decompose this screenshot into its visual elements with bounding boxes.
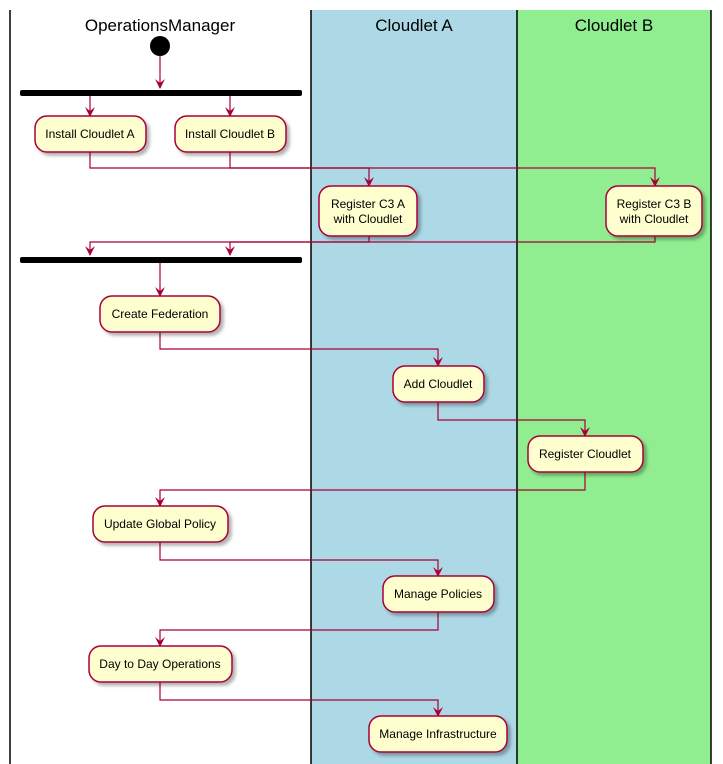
activities: Install Cloudlet A Install Cloudlet B Re… — [34, 115, 703, 753]
activity-register-cloudlet: Register Cloudlet — [527, 435, 644, 473]
flow-arrow — [437, 402, 590, 437]
activity-label: Create Federation — [112, 307, 209, 321]
activity-label: Register C3 A — [331, 197, 405, 211]
activity-add-cloudlet: Add Cloudlet — [392, 365, 485, 403]
activity-label: Register C3 B — [617, 197, 692, 211]
start-node — [150, 36, 170, 56]
activity-day-to-day-operations: Day to Day Operations — [88, 645, 233, 683]
flow-arrow — [225, 236, 656, 256]
flow-arrow — [229, 152, 660, 187]
activity-label: Register Cloudlet — [539, 447, 632, 461]
activity-label: Install Cloudlet A — [45, 127, 134, 141]
lane-title-operations-manager: OperationsManager — [85, 16, 236, 35]
lane-title-cloudlet-b: Cloudlet B — [575, 16, 653, 35]
fork-bar — [20, 90, 302, 96]
activity-label: with Cloudlet — [619, 212, 689, 226]
activity-label: Add Cloudlet — [404, 377, 473, 391]
activity-manage-policies: Manage Policies — [382, 575, 495, 613]
activity-label: Install Cloudlet B — [185, 127, 275, 141]
lane-cloudlet-b — [517, 10, 711, 764]
activity-register-c3-b: Register C3 B with Cloudlet — [605, 185, 703, 237]
activity-register-c3-a: Register C3 A with Cloudlet — [318, 185, 418, 237]
activity-label: Manage Policies — [394, 587, 482, 601]
activity-install-cloudlet-a: Install Cloudlet A — [34, 115, 147, 153]
flow-arrow — [155, 472, 586, 507]
activity-create-federation: Create Federation — [99, 295, 221, 333]
lane-title-cloudlet-a: Cloudlet A — [375, 16, 453, 35]
activity-install-cloudlet-b: Install Cloudlet B — [174, 115, 287, 153]
flow-arrow — [155, 612, 439, 647]
flow-arrow — [159, 542, 443, 577]
activity-update-global-policy: Update Global Policy — [92, 505, 229, 543]
activity-label: with Cloudlet — [333, 212, 403, 226]
activity-label: Update Global Policy — [104, 517, 216, 531]
activity-label: Day to Day Operations — [99, 657, 220, 671]
flow-arrow — [159, 682, 443, 717]
activity-label: Manage Infrastructure — [379, 727, 497, 741]
join-bar — [20, 257, 302, 263]
flow-arrow — [159, 332, 443, 367]
connectors — [85, 56, 660, 717]
activity-manage-infrastructure: Manage Infrastructure — [368, 715, 508, 753]
